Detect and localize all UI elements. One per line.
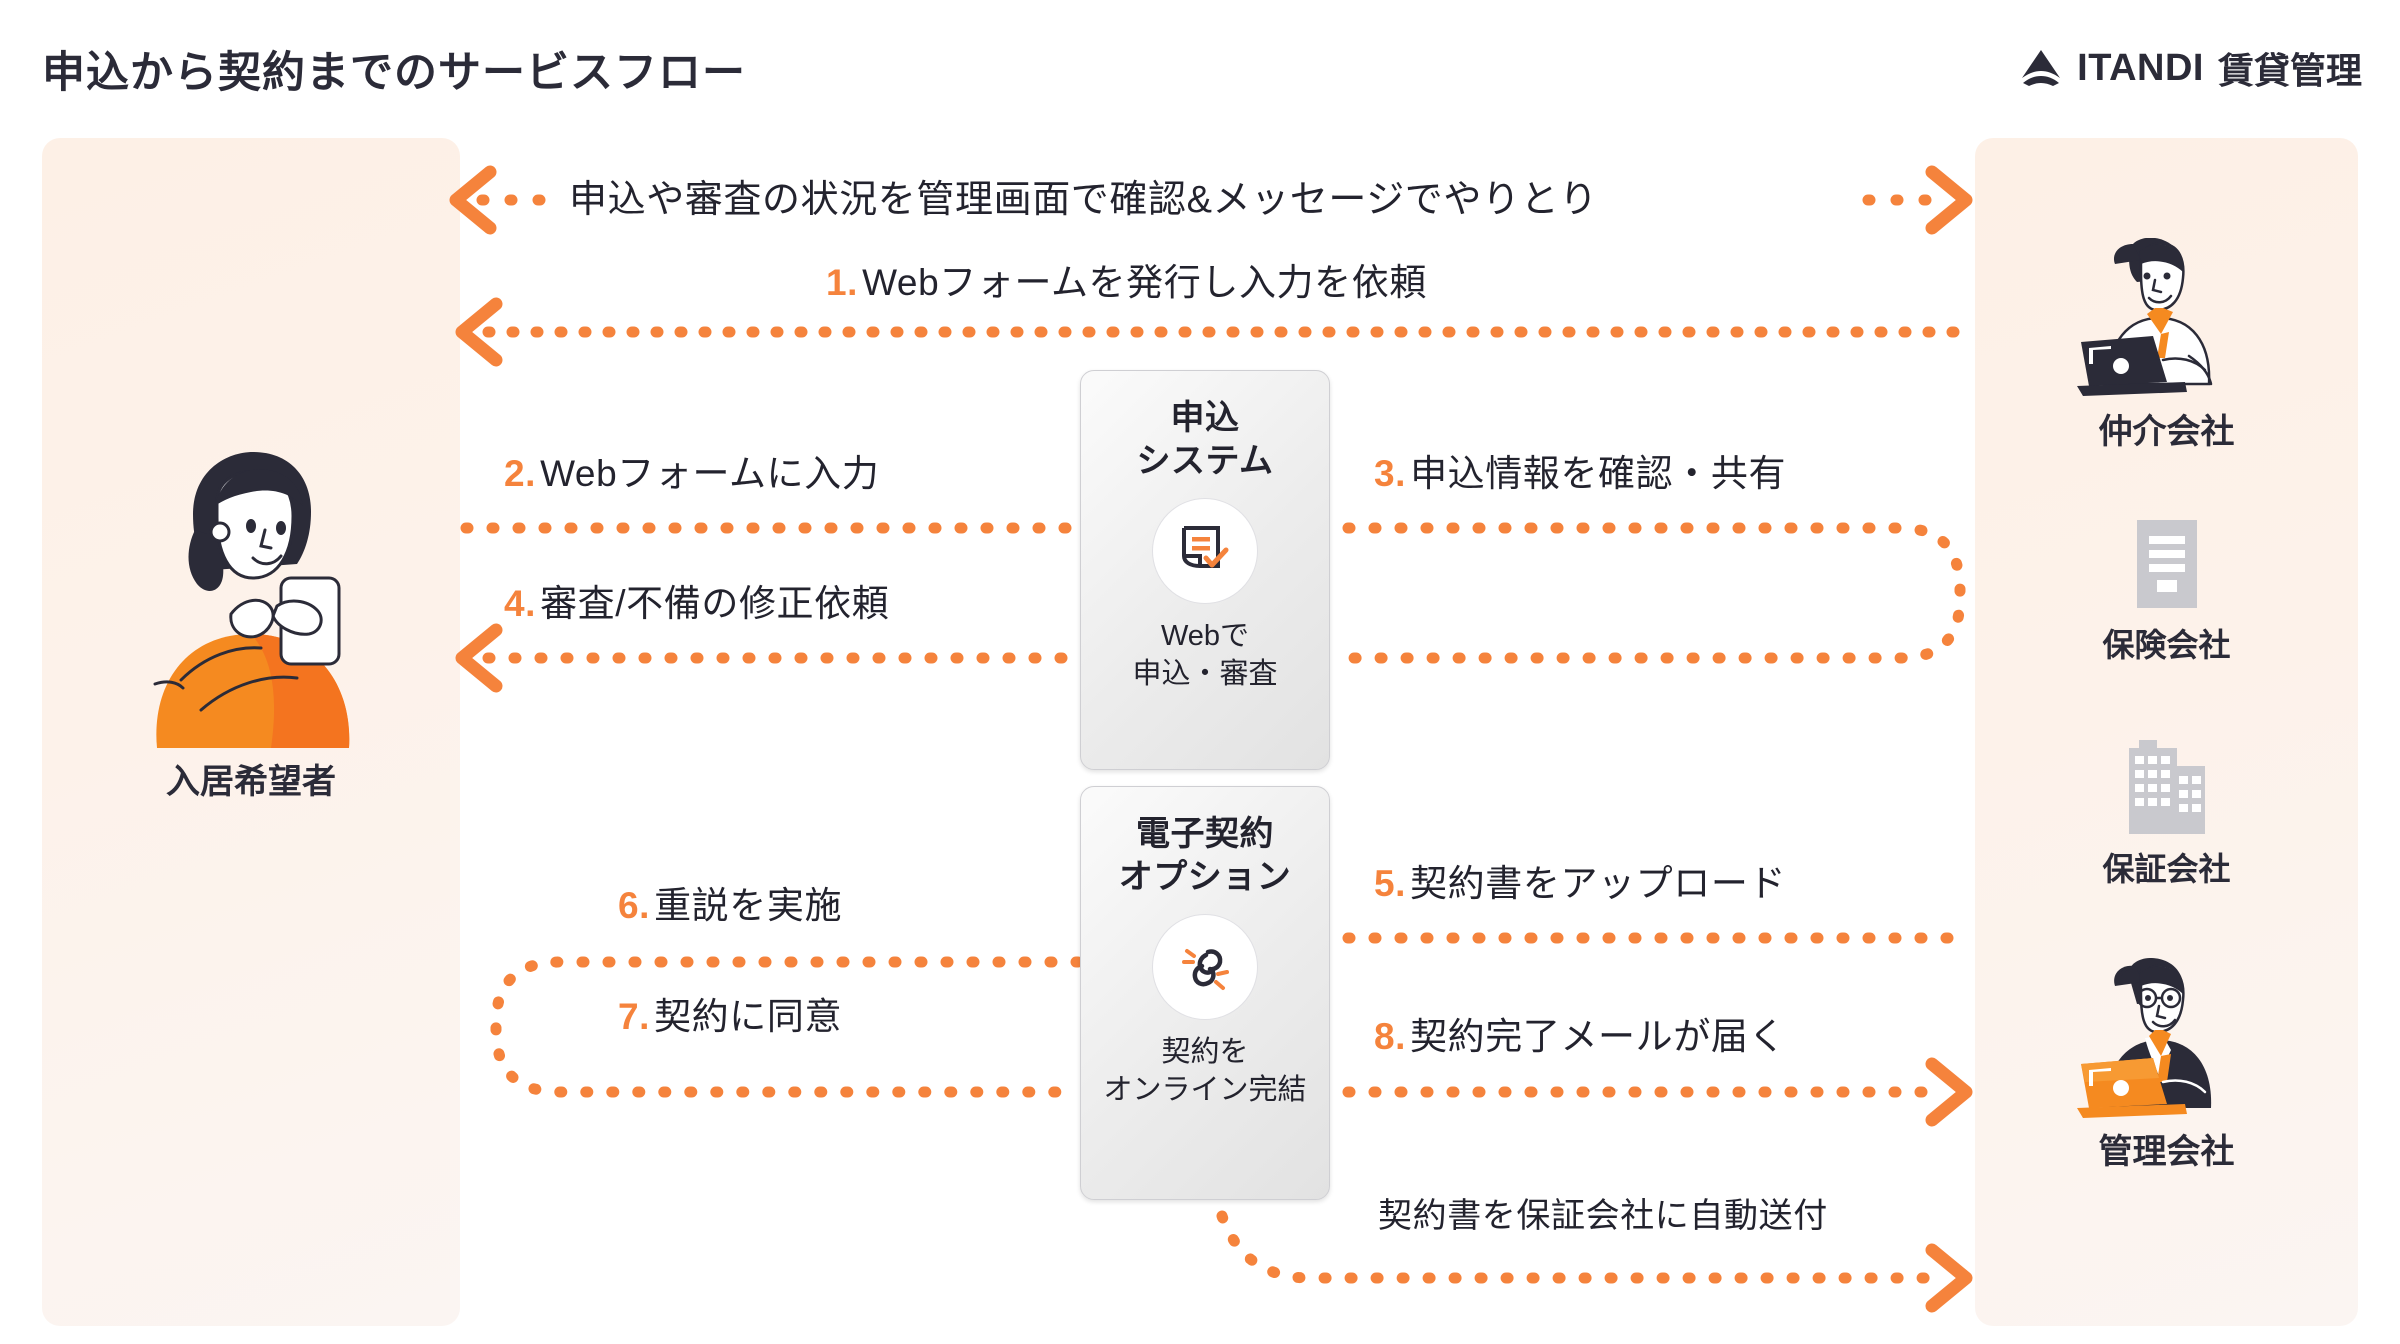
flow-label-step6: 6.重説を実施 [618,875,842,929]
card-apply-title-line1: 申込 [1170,399,1240,437]
flow-num-step2: 2. [504,453,537,494]
arrowhead-autosend-icon [1925,1243,1973,1313]
actor-broker: 仲介会社 [1975,238,2358,453]
arrowhead-step4-icon [455,623,503,693]
flow-text-step3: 申込情報を確認・共有 [1410,453,1787,494]
building-icon [2128,740,2205,834]
card-contract-title-line1: 電子契約 [1136,815,1274,853]
card-apply-title-line2: システム [1136,441,1274,480]
flow-text-step8: 契約完了メールが届く [1410,1016,1787,1057]
flow-text-step6: 重説を実施 [654,885,843,926]
flow-text-step2: Webフォームに入力 [540,453,880,494]
person-with-orange-laptop-illustration-icon [2076,958,2211,1118]
actor-guarantee-label: 保証会社 [2102,851,2231,887]
actor-management: 管理会社 [1975,958,2358,1173]
person-with-laptop-illustration-icon [2076,238,2212,396]
page-title: 申込から契約までのサービスフロー [42,49,746,97]
brand-logo: ITANDI 賃貸管理 [2019,42,2362,94]
flow-label-auto-send: 契約書を保証会社に自動送付 [1374,1188,1828,1237]
actor-insurance-label: 保険会社 [2102,627,2231,663]
flow-text-status-check: 申込や審査の状況を管理画面で確認&メッセージでやりとり [569,179,1598,221]
flow-num-step6: 6. [618,885,651,926]
flow-text-step4: 審査/不備の修正依頼 [540,583,890,624]
card-contract-caption-line2: オンライン完結 [1103,1073,1307,1106]
card-apply-caption-line1: Webで [1160,620,1250,652]
itandi-logo-mark-icon [2022,50,2061,86]
actor-insurance: 保険会社 [1975,518,2358,666]
arrowhead-status-left-icon [449,165,497,235]
partners-panel: 仲介会社 保険会社 [1975,138,2358,1326]
card-contract-icon-circle [1152,914,1258,1020]
actor-management-label: 管理会社 [2098,1133,2235,1171]
flow-text-step5: 契約書をアップロード [1410,863,1787,904]
flow-label-step2: 2.Webフォームに入力 [504,443,879,497]
flow-num-step7: 7. [618,996,651,1037]
arrowhead-step8-icon [1925,1057,1973,1127]
person-with-smartphone-illustration-icon [153,452,350,748]
flow-num-step1: 1. [826,262,859,303]
flow-text-step1: Webフォームを発行し入力を依頼 [862,262,1427,303]
card-econtract-option[interactable]: 電子契約 オプション 契約を オンライン完結 [1080,786,1330,1200]
link-chain-icon [1182,949,1229,990]
applicant-panel: 入居希望者 [42,138,460,1326]
actor-applicant-label: 入居希望者 [166,763,336,801]
document-check-icon [1181,526,1229,569]
wire-step3-loop [1342,522,1966,664]
document-icon [2136,520,2197,608]
actor-guarantee: 保証会社 [1975,738,2358,890]
card-apply-icon-circle [1152,498,1258,604]
card-apply-caption-line2: 申込・審査 [1132,657,1278,690]
arrowhead-status-right-icon [1925,165,1973,235]
flow-num-step5: 5. [1374,863,1407,904]
flow-label-step7: 7.契約に同意 [618,986,842,1040]
brand-name: ITANDI [2077,46,2204,89]
flow-num-step4: 4. [504,583,537,624]
flow-text-auto-send: 契約書を保証会社に自動送付 [1378,1197,1828,1235]
flow-label-step4: 4.審査/不備の修正依頼 [504,573,889,627]
card-contract-caption-line1: 契約を [1161,1036,1249,1068]
arrowhead-step1-icon [455,297,503,367]
actor-applicant: 入居希望者 [42,448,460,803]
card-apply-system[interactable]: 申込 システム Webで 申込・審査 [1080,370,1330,770]
flow-label-step3: 3.申込情報を確認・共有 [1374,443,1786,497]
flow-label-step8: 8.契約完了メールが届く [1374,1006,1786,1060]
brand-subtitle: 賃貸管理 [2217,50,2362,91]
flow-num-step3: 3. [1374,453,1407,494]
flow-label-step1: 1.Webフォームを発行し入力を依頼 [826,252,1427,306]
flow-label-status-check: 申込や審査の状況を管理画面で確認&メッセージでやりとり [565,168,1598,223]
flow-text-step7: 契約に同意 [654,996,843,1037]
actor-broker-label: 仲介会社 [2098,413,2235,451]
flow-num-step8: 8. [1374,1016,1407,1057]
flow-label-step5: 5.契約書をアップロード [1374,853,1786,907]
card-contract-title-line2: オプション [1118,857,1292,896]
